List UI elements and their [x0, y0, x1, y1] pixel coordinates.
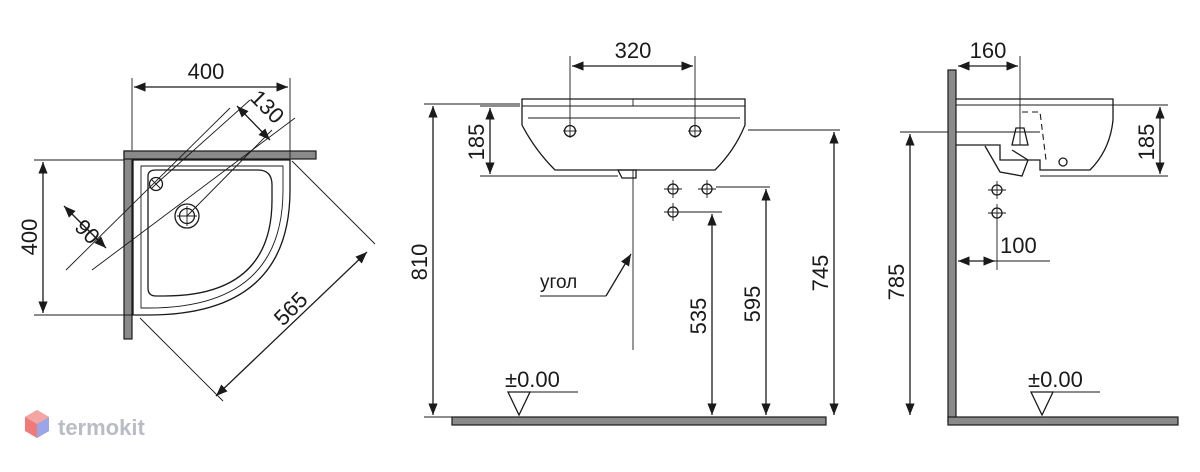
side-height-785-label: 785: [884, 264, 909, 301]
floor: [451, 416, 827, 426]
height-595-label: 595: [740, 286, 765, 323]
side-floor-level-label: ±0.00: [1028, 367, 1083, 392]
angle-label: 90: [70, 214, 105, 249]
side-supply-points: [988, 181, 1006, 222]
hidden-bowl-line: [1022, 111, 1047, 161]
brand-name: termokit: [58, 415, 145, 440]
corner-label: угол: [540, 272, 577, 293]
corner-leader: [605, 253, 632, 297]
diagonal-label: 565: [269, 287, 313, 331]
floor-level-label: ±0.00: [505, 367, 560, 392]
height-745-label: 745: [808, 255, 833, 292]
front-view: 320 185 810 угол 535 595 745: [407, 38, 840, 426]
basin-side-profile: [956, 98, 1114, 171]
offset-100-label: 100: [1000, 233, 1037, 258]
brand-logo: termokit: [25, 410, 145, 440]
drain: [174, 203, 200, 229]
height-185-label: 185: [464, 124, 489, 161]
offset-dimension-line: [236, 105, 271, 141]
projection-label: 160: [970, 38, 1007, 63]
tap-body: [1011, 127, 1029, 146]
basin-front: [521, 98, 746, 171]
angle-dimension-line: [63, 205, 107, 249]
diagonal-guide-b: [91, 117, 296, 271]
siphon: [984, 145, 1029, 177]
side-view: 160 185 100 785 ±0.00: [884, 38, 1179, 426]
back-wall: [123, 150, 317, 160]
basin-bowl: [147, 169, 273, 297]
side-height-185-label: 185: [1134, 124, 1159, 161]
side-floor-level-marker: [1029, 391, 1055, 417]
height-535-label: 535: [686, 298, 711, 335]
hole-spacing-label: 320: [615, 38, 652, 63]
top-view: 400 400 130 90 565: [17, 59, 376, 402]
drain-outlet: [616, 169, 637, 179]
logo-cube-top: [25, 410, 49, 424]
depth-label: 400: [17, 219, 42, 256]
width-label: 400: [188, 59, 225, 84]
side-wall: [947, 69, 957, 423]
total-height-label: 810: [407, 244, 432, 281]
tap-hole: [148, 176, 164, 192]
diagonal-dimension-line: [215, 251, 368, 397]
water-supply-points: [664, 180, 716, 221]
floor-level-marker: [506, 391, 532, 417]
side-floor: [947, 416, 1179, 426]
